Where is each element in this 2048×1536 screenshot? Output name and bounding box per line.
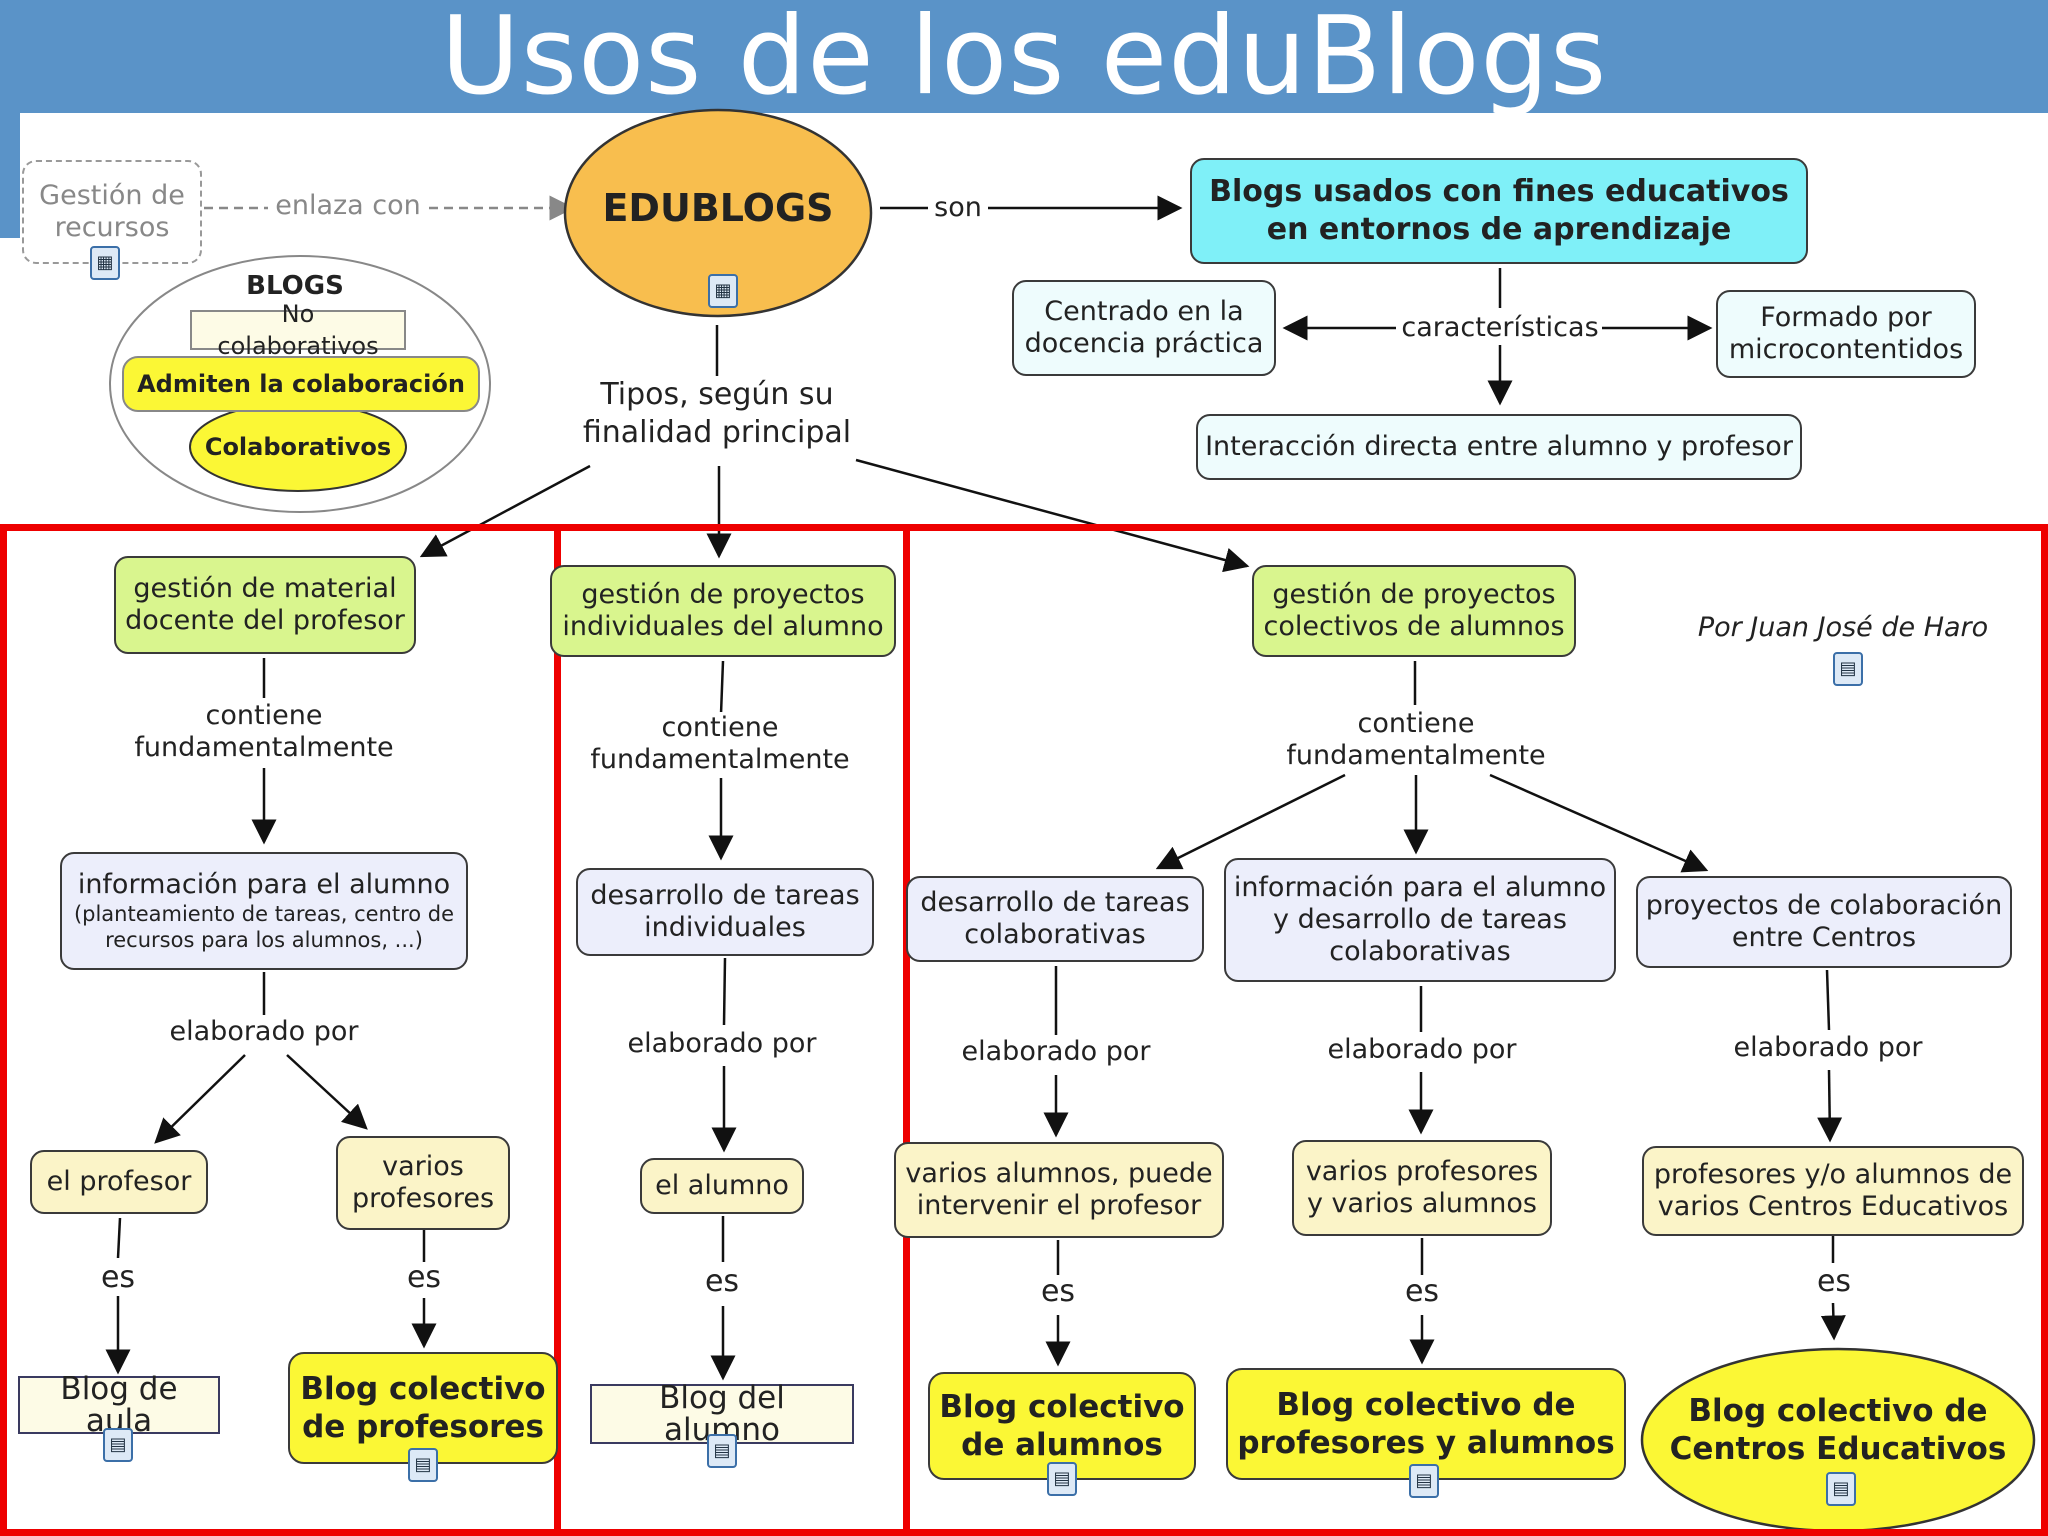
interaccion-node[interactable]: Interacción directa entre alumno y profe… (1196, 414, 1802, 480)
frame-col3 (903, 524, 2048, 1536)
label-es: es (1030, 1276, 1086, 1308)
blog-colectivo-centros-label[interactable]: Blog colectivo de Centros Educativos (1669, 1393, 2007, 1467)
col1-author-varios[interactable]: varios profesores (336, 1136, 510, 1230)
col1-head-node[interactable]: gestión de material docente del profesor (114, 556, 416, 654)
document-icon[interactable]: ▤ (1833, 652, 1863, 686)
edublogs-ellipse (563, 108, 873, 318)
col2-author-node[interactable]: el alumno (640, 1158, 804, 1214)
document-icon[interactable]: ▤ (707, 1434, 737, 1468)
col3-author-3[interactable]: profesores y/o alumnos de varios Centros… (1642, 1146, 2024, 1236)
blog-colectivo-prof-alumnos-node[interactable]: Blog colectivo de profesores y alumnos (1226, 1368, 1626, 1480)
admiten-node[interactable]: Admiten la colaboración (122, 356, 480, 412)
label-es: es (396, 1262, 452, 1294)
left-band (0, 113, 20, 238)
col3-content-1[interactable]: desarrollo de tareas colaborativas (906, 876, 1204, 962)
col1-info-node[interactable]: información para el alumno (planteamient… (60, 852, 468, 970)
label-contiene: contiene fundamentalmente (584, 712, 856, 776)
blog-de-aula-node[interactable]: Blog de aula (18, 1373, 220, 1437)
no-colaborativos-node[interactable]: No colaborativos (190, 300, 406, 360)
gestion-recursos-node[interactable]: Gestión de recursos (22, 160, 202, 264)
title-bar: Usos de los eduBlogs (0, 0, 2048, 119)
document-icon[interactable]: ▤ (103, 1428, 133, 1462)
document-icon[interactable]: ▤ (1047, 1462, 1077, 1496)
label-elaborado: elaborado por (1728, 1032, 1928, 1064)
author-credit: Por Juan José de Haro (1697, 612, 1989, 643)
label-contiene: contiene fundamentalmente (1286, 708, 1546, 772)
document-icon[interactable]: ▤ (1826, 1472, 1856, 1506)
col3-head-node[interactable]: gestión de proyectos colectivos de alumn… (1252, 565, 1576, 657)
col1-author-profesor[interactable]: el profesor (30, 1150, 208, 1214)
colaborativos-label[interactable]: Colaborativos (204, 433, 392, 461)
edublogs-label[interactable]: EDUBLOGS (602, 186, 834, 230)
col2-content-node[interactable]: desarrollo de tareas individuales (576, 868, 874, 956)
col3-content-2[interactable]: información para el alumno y desarrollo … (1224, 858, 1616, 982)
label-elaborado: elaborado por (1322, 1034, 1522, 1066)
col3-author-2[interactable]: varios profesores y varios alumnos (1292, 1140, 1552, 1236)
col3-author-1[interactable]: varios alumnos, puede intervenir el prof… (894, 1142, 1224, 1238)
label-elaborado: elaborado por (164, 1016, 364, 1048)
slide-title: Usos de los eduBlogs (440, 0, 1608, 119)
formado-node[interactable]: Formado por microcontentidos (1716, 290, 1976, 378)
blogs-usados-node[interactable]: Blogs usados con fines educativos en ent… (1190, 158, 1808, 264)
label-enlaza-con: enlaza con (268, 190, 428, 222)
concept-map-icon[interactable]: ▦ (90, 246, 120, 280)
venn-heading: BLOGS (246, 271, 344, 301)
col3-content-3[interactable]: proyectos de colaboración entre Centros (1636, 876, 2012, 968)
label-son: son (928, 192, 988, 224)
label-contiene: contiene fundamentalmente (124, 700, 404, 764)
document-icon[interactable]: ▤ (408, 1448, 438, 1482)
label-es: es (90, 1262, 146, 1294)
label-caracteristicas: características (1398, 312, 1602, 344)
label-es: es (1394, 1276, 1450, 1308)
blog-colectivo-profesores-node[interactable]: Blog colectivo de profesores (288, 1352, 558, 1464)
document-icon[interactable]: ▤ (1409, 1464, 1439, 1498)
tipos-label: Tipos, según su finalidad principal (560, 376, 874, 452)
label-es: es (1806, 1266, 1862, 1298)
centrado-node[interactable]: Centrado en la docencia práctica (1012, 280, 1276, 376)
label-elaborado: elaborado por (624, 1028, 820, 1060)
col2-head-node[interactable]: gestión de proyectos individuales del al… (550, 565, 896, 657)
label-es: es (694, 1266, 750, 1298)
concept-map-icon[interactable]: ▦ (708, 274, 738, 308)
label-elaborado: elaborado por (956, 1036, 1156, 1068)
